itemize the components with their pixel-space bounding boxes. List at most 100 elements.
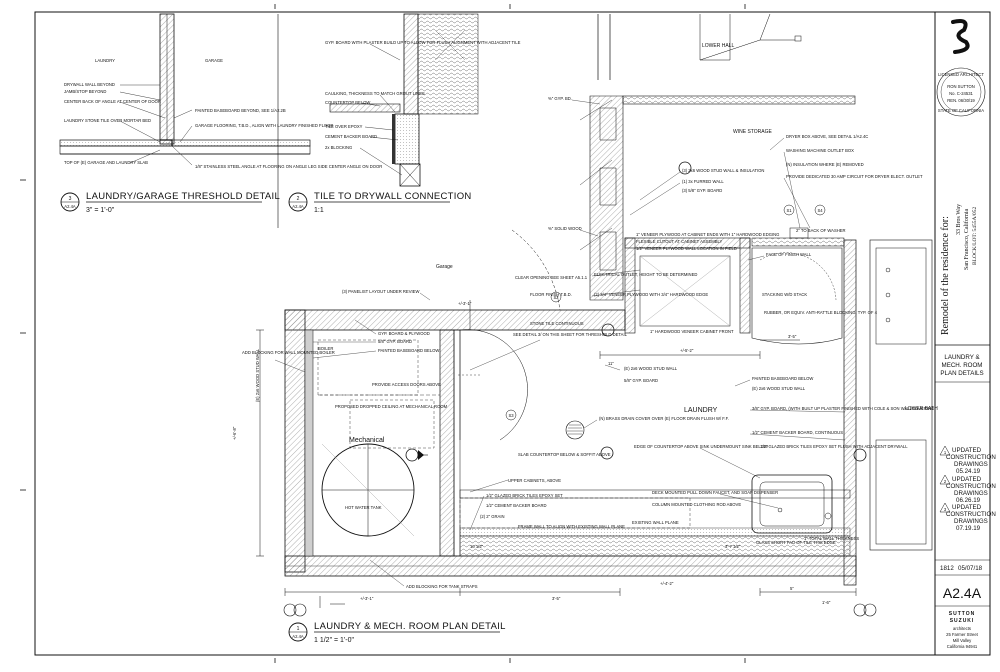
- room-garage: Garage: [436, 264, 453, 270]
- svg-text:10 1/2": 10 1/2": [470, 544, 484, 549]
- svg-text:+/-6'-8": +/-6'-8": [232, 426, 237, 440]
- svg-text:1: 1: [297, 626, 300, 632]
- wine-storage-walls: [589, 95, 624, 301]
- sheet-date: 05/07/18: [958, 565, 983, 572]
- svg-text:GYP. BOARD WITH PLASTER BUILD: GYP. BOARD WITH PLASTER BUILD UP TO ALLO…: [325, 40, 521, 45]
- svg-text:CONSTRUCTION: CONSTRUCTION: [946, 483, 996, 490]
- plan-tags: S2 S3 S1 S4: [505, 204, 826, 421]
- svg-text:5": 5": [790, 586, 794, 591]
- svg-text:25 Farmer Street: 25 Farmer Street: [946, 632, 978, 637]
- svg-text:1/2" GLAZED BRICK TILES EPOXY: 1/2" GLAZED BRICK TILES EPOXY SET: [486, 493, 563, 498]
- detail-threshold: LAUNDRY GARAGE DRYWALL WALL BEYOND JAMB/…: [59, 13, 382, 214]
- svg-text:(E) 2x6 WOOD STUD WALL: (E) 2x6 WOOD STUD WALL: [752, 386, 806, 391]
- detail-2-scale: 1:1: [314, 207, 324, 214]
- revisions: 1 UPDATED CONSTRUCTION DRAWINGS 05.24.19…: [939, 445, 996, 532]
- svg-text:PAINTED BASEBOARD BEYOND, SEE: PAINTED BASEBOARD BEYOND, SEE 1/A2.2B: [195, 108, 286, 113]
- svg-text:COLUMN MOUNTED CLOTHING ROD AB: COLUMN MOUNTED CLOTHING ROD ABOVE: [652, 502, 741, 507]
- svg-text:(E) 2x6 WOOD STUD WALL: (E) 2x6 WOOD STUD WALL: [255, 348, 260, 402]
- svg-text:1/2" CEMENT BACKER BOARD: 1/2" CEMENT BACKER BOARD: [486, 503, 547, 508]
- svg-text:REN. 06/30/19: REN. 06/30/19: [947, 98, 975, 103]
- svg-text:DRYWALL WALL BEYOND: DRYWALL WALL BEYOND: [64, 82, 115, 87]
- svg-text:5/8" GYP. BOARD: 5/8" GYP. BOARD: [624, 378, 658, 383]
- svg-text:3: 3: [944, 507, 947, 512]
- dimension-text: +/-6'-8" +/-3'-1" 3'-5" 11" +/-5'-2" 3'-…: [232, 301, 831, 605]
- svg-text:UPDATED: UPDATED: [952, 447, 982, 454]
- svg-text:RUBBER, OR EQUIV. ANTI-RATTLE: RUBBER, OR EQUIV. ANTI-RATTLE BLOCKING, …: [764, 310, 878, 315]
- svg-text:CENTER BACK OF ANGLE AT CENTER: CENTER BACK OF ANGLE AT CENTER OF DOOR: [64, 99, 161, 104]
- sheet-number: A2.4A: [943, 585, 982, 601]
- svg-text:FRAME WALL TO ALIGN WITH EXIST: FRAME WALL TO ALIGN WITH EXISTING WALL P…: [518, 524, 625, 529]
- laundry-sink: [751, 474, 833, 534]
- threshold-notes-right: PAINTED BASEBOARD BEYOND, SEE 1/A2.2B GA…: [195, 108, 382, 169]
- room-stone-tile: STONE TILE CONTINUOUS: [530, 321, 584, 326]
- address-line-1: 33 Bros Way: [956, 204, 962, 235]
- svg-text:(E) 2x6 WOOD STUD WALL: (E) 2x6 WOOD STUD WALL: [624, 366, 678, 371]
- svg-text:CAULKING, THICKNESS TO MATCH G: CAULKING, THICKNESS TO MATCH GROUT LINES: [325, 91, 425, 96]
- svg-text:PROPOSED DROPPED CEILING AT ME: PROPOSED DROPPED CEILING AT MECHANICAL R…: [335, 404, 448, 409]
- svg-text:HOT WATER TANK: HOT WATER TANK: [345, 505, 382, 510]
- detail-1-scale: 1 1/2" = 1'-0": [314, 637, 354, 644]
- room-lower-bath-1: LOWER BATH: [905, 406, 938, 412]
- title-block: LICENSED ARCHITECT RON SUTTON No. C-2453…: [935, 19, 996, 649]
- svg-text:LICENSED ARCHITECT: LICENSED ARCHITECT: [938, 72, 984, 77]
- grid-bubbles: [283, 603, 877, 617]
- north-wall: [284, 309, 626, 331]
- svg-text:No. C-24531: No. C-24531: [949, 91, 973, 96]
- svg-text:SLAB COUNTERTOP BELOW & SOFFIT: SLAB COUNTERTOP BELOW & SOFFIT ABOVE: [518, 452, 611, 457]
- svg-text:S4: S4: [817, 208, 823, 213]
- detail-tile-drywall: GYP. BOARD WITH PLASTER BUILD UP TO ALLO…: [277, 13, 521, 228]
- firm-logo-icon: [951, 19, 970, 54]
- svg-text:FLEXIBLE CUTOUT AT CABINET ASS: FLEXIBLE CUTOUT AT CABINET ASSEMBLY: [636, 239, 723, 244]
- address-line-2: San Francisco, California: [963, 209, 970, 270]
- room-mechanical: Mechanical: [349, 437, 385, 444]
- elevation-marker-4: [853, 448, 867, 462]
- svg-text:S1: S1: [786, 208, 792, 213]
- detail-1-marker: 1 A2.4A: [288, 622, 308, 642]
- svg-text:FACE OF FINISH WALL: FACE OF FINISH WALL: [766, 252, 812, 257]
- detail-2-marker: 2 A2.4A: [288, 192, 308, 212]
- plan-notes-mid: %" GYP. BD. %" SOLID WOOD (3) 2x6 WOOD S…: [480, 96, 779, 529]
- svg-text:05.24.19: 05.24.19: [956, 468, 981, 475]
- svg-text:S3: S3: [508, 413, 514, 418]
- elevation-marker-1: [405, 448, 428, 462]
- svg-text:2x BLOCKING: 2x BLOCKING: [325, 145, 352, 150]
- leader-lines-mid: [469, 99, 681, 531]
- svg-text:FLOOR FINISH T.B.D.: FLOOR FINISH T.B.D.: [530, 292, 572, 297]
- svg-text:UPDATED: UPDATED: [952, 504, 982, 511]
- svg-text:DRAWINGS: DRAWINGS: [954, 518, 988, 525]
- svg-text:1/2" CEMENT BACKER BOARD, CONT: 1/2" CEMENT BACKER BOARD, CONTINUOUS: [752, 430, 843, 435]
- svg-text:5/8" GYP. BOARD: 5/8" GYP. BOARD: [378, 339, 412, 344]
- svg-text:(3) 2x6 WOOD STUD WALL & INSUL: (3) 2x6 WOOD STUD WALL & INSULATION: [682, 168, 764, 173]
- svg-text:(N) BRASS DRAIN COVER OVER (E): (N) BRASS DRAIN COVER OVER (E) FLOOR DRA…: [599, 416, 729, 421]
- svg-text:MECH. ROOM: MECH. ROOM: [942, 362, 983, 369]
- detail-3-title: LAUNDRY/GARAGE THRESHOLD DETAIL: [86, 191, 280, 202]
- plan-detail: LOWER HALL WINE STORAGE: [232, 13, 938, 644]
- svg-text:TILE OVER EPOXY: TILE OVER EPOXY: [325, 124, 363, 129]
- firm-name-2: SUZUKI: [950, 618, 975, 624]
- svg-text:California 94941: California 94941: [947, 644, 978, 649]
- svg-text:1" TOTAL WALL THICKNESS: 1" TOTAL WALL THICKNESS: [804, 536, 859, 541]
- svg-text:EDGE OF COUNTERTOP ABOVE SINK: EDGE OF COUNTERTOP ABOVE SINK UNDERMOUNT…: [634, 444, 768, 449]
- svg-text:(3) 5/8" GYP. BOARD: (3) 5/8" GYP. BOARD: [682, 188, 722, 193]
- svg-text:CEMENT BACKER BOARD: CEMENT BACKER BOARD: [325, 134, 377, 139]
- svg-text:architects: architects: [953, 626, 971, 631]
- svg-text:11": 11": [608, 361, 614, 366]
- svg-text:TOP OF (E) GARAGE AND LAUNDRY: TOP OF (E) GARAGE AND LAUNDRY SLAB: [64, 160, 148, 165]
- svg-text:UPDATED: UPDATED: [952, 476, 982, 483]
- svg-text:(2) 2" GRAIN: (2) 2" GRAIN: [480, 514, 505, 519]
- svg-text:1/8" STAINLESS STEEL ANGLE AT: 1/8" STAINLESS STEEL ANGLE AT FLOORING O…: [195, 164, 382, 169]
- svg-text:BOILER: BOILER: [318, 346, 333, 351]
- detail-2-title: TILE TO DRYWALL CONNECTION: [314, 191, 472, 202]
- job-number: 1812: [940, 565, 954, 572]
- svg-text:RON SUTTON: RON SUTTON: [947, 84, 975, 89]
- svg-text:ADD BLOCKING FOR TANK STRAPS: ADD BLOCKING FOR TANK STRAPS: [406, 584, 478, 589]
- svg-text:ADD BLOCKING FOR WALL MOUNTED: ADD BLOCKING FOR WALL MOUNTED BOILER: [242, 350, 335, 355]
- svg-text:STACKING W/D STACK: STACKING W/D STACK: [762, 292, 807, 297]
- svg-text:GARAGE FLOORING, T.B.D., ALIGN: GARAGE FLOORING, T.B.D., ALIGN WITH LAUN…: [195, 123, 333, 128]
- svg-text:1/2" VENEER PLYWOOD WALL LOCAT: 1/2" VENEER PLYWOOD WALL LOCATION IN FIE…: [636, 246, 737, 251]
- svg-text:DRYER BOX ABOVE, SEE DETAIL 1/: DRYER BOX ABOVE, SEE DETAIL 1/A2.4C: [786, 134, 868, 139]
- svg-text:S2: S2: [553, 295, 559, 300]
- svg-text:PAINTED BASEBOARD BELOW: PAINTED BASEBOARD BELOW: [752, 376, 813, 381]
- leader-lines-left: [274, 292, 541, 587]
